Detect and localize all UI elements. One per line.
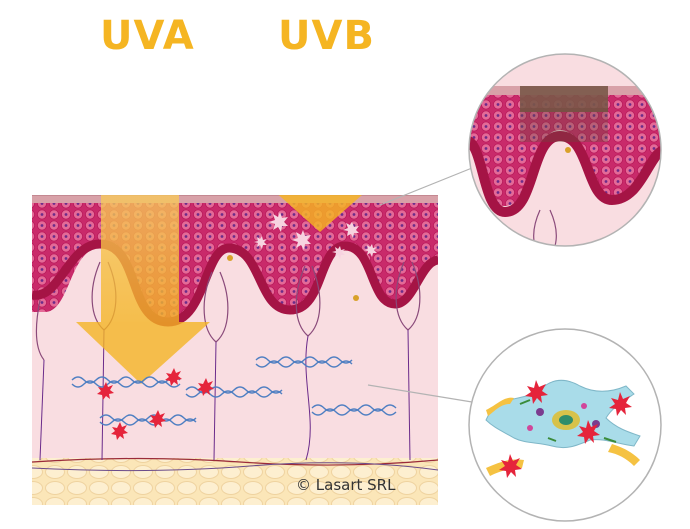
dermis-damage-stars <box>97 368 214 440</box>
copyright-credit: © Lasart SRL <box>296 476 396 494</box>
fat-layer <box>32 458 438 505</box>
collagen-strand-c <box>608 444 640 466</box>
fibroblast-damage-stars <box>499 380 632 478</box>
skin-section <box>32 195 438 505</box>
leader-line-bottom <box>367 384 473 403</box>
uvb-ray <box>278 195 362 232</box>
collagen-strand-a <box>486 397 514 416</box>
nerve-fibers <box>39 329 411 461</box>
stratum-corneum <box>32 195 438 203</box>
stratum-corneum-top <box>32 195 438 196</box>
zoom-epidermis <box>468 53 662 247</box>
melanin-patch <box>520 86 608 112</box>
uva-ray <box>76 195 210 384</box>
epidermis-sparkles <box>254 212 377 259</box>
leader-line-top <box>379 167 473 206</box>
fat-boundary-2 <box>32 462 438 472</box>
collagen-fibers <box>71 356 397 426</box>
pigment-dots <box>227 255 359 301</box>
zoom-fibroblast <box>468 328 662 522</box>
uva-label: UVA <box>100 13 195 59</box>
uvb-label: UVB <box>278 13 375 59</box>
